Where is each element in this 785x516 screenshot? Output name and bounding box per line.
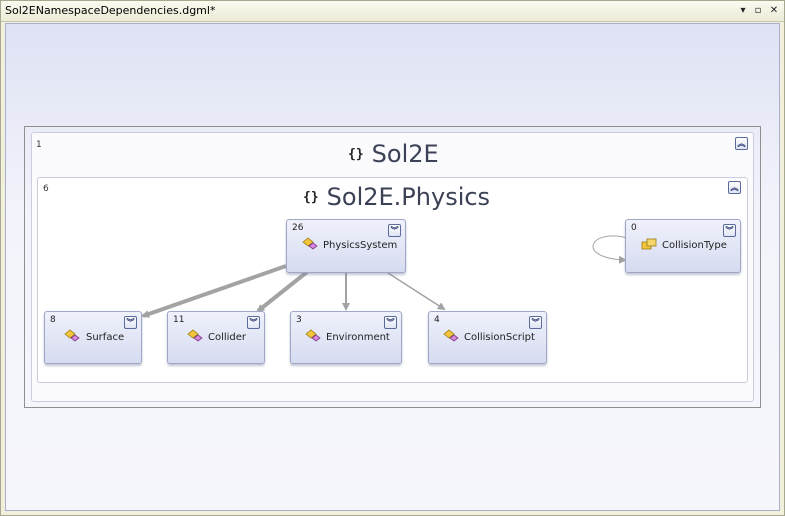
class-icon [443,329,459,342]
expand-node-button[interactable]: ︾ [529,316,542,329]
node-label: Collider [208,332,247,343]
collapse-group-button[interactable]: ︽ [728,181,741,194]
selection-frame [24,126,761,408]
class-icon [187,329,203,342]
group-title: {} Sol2E [348,140,439,168]
dropdown-icon[interactable]: ▾ [740,5,746,16]
node-count: 8 [50,315,56,325]
node-physicssystem[interactable]: 26 PhysicsSystem ︾ [286,219,406,273]
edge-physicssystem-collisionscript[interactable] [387,272,446,311]
node-surface[interactable]: 8 Surface ︾ [44,311,142,364]
tab-header[interactable]: Sol2ENamespaceDependencies.dgml* ▾ ▫ ✕ [1,1,784,22]
node-count: 11 [173,315,185,325]
expand-node-button[interactable]: ︾ [723,224,736,237]
expand-node-button[interactable]: ︾ [384,316,397,329]
node-label: Environment [326,332,390,343]
namespace-icon: {} [303,189,319,205]
group-title-text: Sol2E [371,140,439,168]
node-count: 26 [292,223,304,233]
node-count: 0 [631,223,637,233]
collapse-group-button[interactable]: ︽ [735,137,748,150]
edge-physicssystem-collider[interactable] [256,270,309,313]
node-label: Surface [86,332,125,343]
node-collisionscript[interactable]: 4 CollisionScript ︾ [428,311,547,364]
node-label: CollisionScript [464,332,535,343]
class-icon [302,237,318,250]
node-collider[interactable]: 11 Collider ︾ [167,311,265,364]
edge-physicssystem-surface[interactable] [141,264,287,318]
expand-node-button[interactable]: ︾ [124,316,137,329]
close-icon[interactable]: ✕ [769,5,779,16]
node-count: 4 [434,315,440,325]
edge-collisiontype-self[interactable] [592,235,628,264]
expand-node-button[interactable]: ︾ [247,316,260,329]
expand-node-button[interactable]: ︾ [388,224,401,237]
group-count: 1 [36,140,42,150]
group-title: {} Sol2E.Physics [303,183,490,211]
class-icon [305,329,321,342]
node-count: 3 [296,315,302,325]
node-label: CollisionType [662,240,727,251]
document-tab-title[interactable]: Sol2ENamespaceDependencies.dgml* [5,4,216,17]
enum-icon [641,238,657,250]
node-environment[interactable]: 3 Environment ︾ [290,311,402,364]
node-collisiontype[interactable]: 0 CollisionType ︾ [625,219,741,273]
maximize-icon[interactable]: ▫ [754,5,762,16]
group-count: 6 [43,184,49,194]
node-label: PhysicsSystem [323,240,398,251]
class-icon [64,329,80,342]
namespace-icon: {} [348,146,364,162]
group-title-text: Sol2E.Physics [326,183,491,211]
